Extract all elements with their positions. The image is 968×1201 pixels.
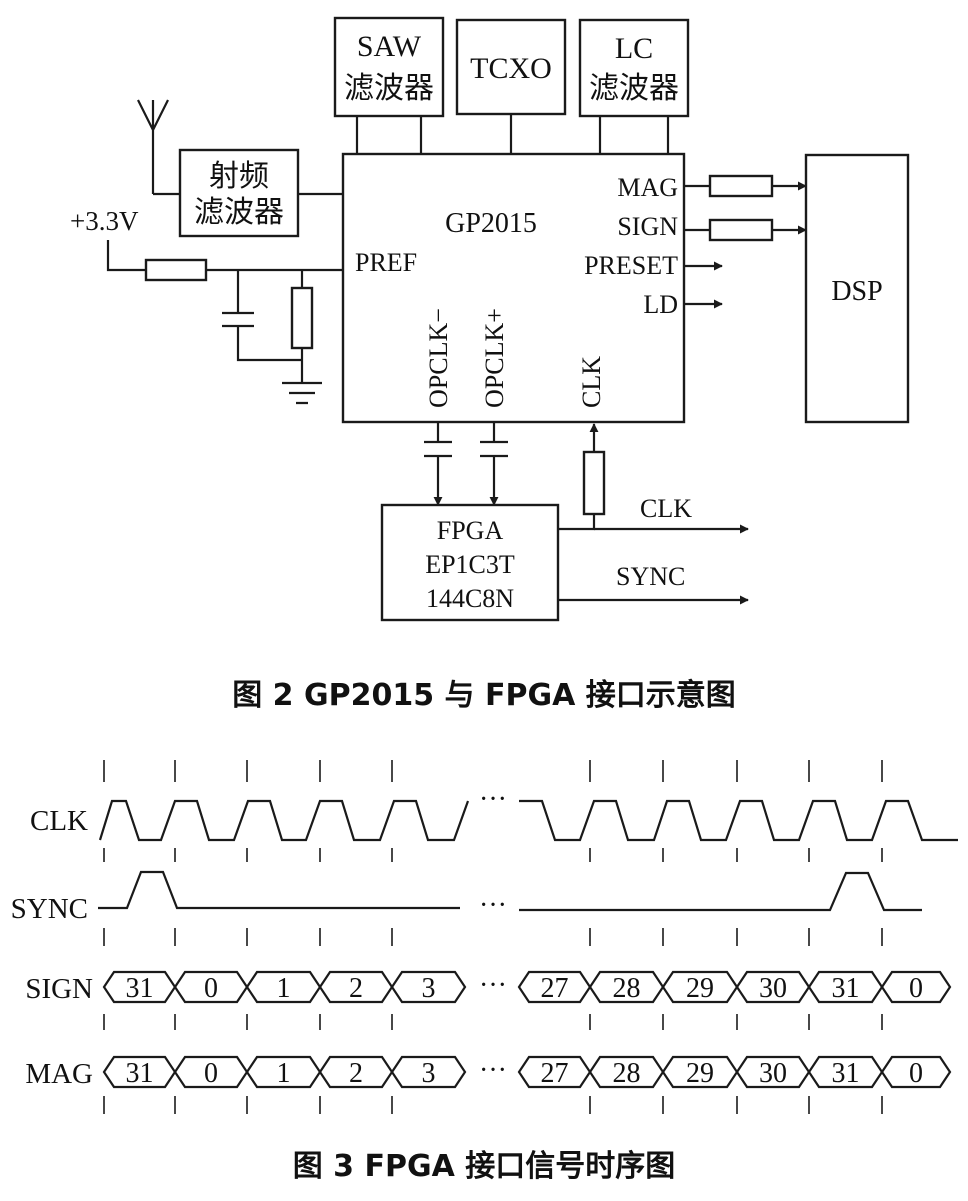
- dsp-label: DSP: [831, 276, 882, 307]
- fpga-block: FPGA EP1C3T 144C8N: [380, 503, 560, 622]
- pref-pin-label: PREF: [355, 248, 417, 277]
- ground-icon: [282, 381, 322, 405]
- ld-pin-label: LD: [643, 290, 678, 319]
- bus-value: 0: [204, 973, 218, 1004]
- sign-resistor: [708, 218, 774, 242]
- bus-value: 2: [349, 973, 363, 1004]
- pref-network-wires: [236, 270, 304, 383]
- bus-value: 31: [126, 1058, 154, 1089]
- bus-value: 1: [277, 1058, 291, 1089]
- fig2-caption: 图 2 GP2015 与 FPGA 接口示意图: [232, 678, 736, 713]
- bus-cell: [390, 1055, 467, 1089]
- sign-bus-waveform: 31 0 1 2 3 27 28 29 30 31 0: [102, 970, 952, 1004]
- sync-signal-label: SYNC: [11, 893, 88, 925]
- clk-ellipsis: ···: [479, 784, 507, 815]
- fpga-label-line1: FPGA: [437, 516, 504, 545]
- tcxo-label: TCXO: [470, 52, 552, 85]
- supply-label: +3.3V: [70, 206, 139, 236]
- tcxo-block: TCXO: [455, 18, 567, 116]
- fpga-label-line2: EP1C3T: [425, 550, 515, 579]
- sync-ellipsis: ···: [479, 890, 507, 921]
- clk-signal-label: CLK: [30, 805, 88, 837]
- opclk-minus-pin-label: OPCLK−: [424, 308, 453, 408]
- fpga-sync-output-label: SYNC: [616, 562, 685, 591]
- sign-ellipsis: ···: [479, 970, 507, 1001]
- bus-cell: [880, 970, 952, 1004]
- sign-signal-label: SIGN: [25, 973, 93, 1005]
- bus-value: 29: [686, 973, 714, 1004]
- saw-label-line2: 滤波器: [344, 72, 434, 105]
- bus-value: 30: [759, 1058, 787, 1089]
- sign-pin-label: SIGN: [617, 212, 678, 241]
- bus-value: 29: [686, 1058, 714, 1089]
- gp2015-block: GP2015 PREF MAG SIGN PRESET LD OPCLK− OP…: [341, 152, 686, 424]
- lc-filter-block: LC 滤波器: [578, 18, 690, 118]
- bus-value: 31: [832, 973, 860, 1004]
- saw-link-wires: [355, 114, 670, 154]
- lc-label-line2: 滤波器: [589, 72, 679, 105]
- mag-signal-label: MAG: [25, 1058, 93, 1090]
- gp2015-label: GP2015: [445, 208, 537, 239]
- bus-value: 0: [909, 1058, 923, 1089]
- pref-capacitor: [222, 311, 254, 328]
- bus-value: 3: [422, 973, 436, 1004]
- mag-resistor: [708, 174, 774, 198]
- bus-value: 27: [541, 1058, 569, 1089]
- bus-value: 30: [759, 973, 787, 1004]
- bus-cell: [880, 1055, 952, 1089]
- bus-cell: [390, 970, 467, 1004]
- fig3-caption: 图 3 FPGA 接口信号时序图: [293, 1149, 676, 1184]
- rf-label-line1: 射频: [209, 160, 269, 193]
- pref-shunt-resistor: [290, 286, 314, 350]
- mag-bus-waveform: 31 0 1 2 3 27 28 29 30 31 0: [102, 1055, 952, 1089]
- bus-value: 1: [277, 973, 291, 1004]
- fpga-label-line3: 144C8N: [426, 584, 514, 613]
- clk-waveform: [98, 799, 958, 842]
- rf-label-line2: 滤波器: [194, 196, 284, 229]
- clk-pin-label: CLK: [577, 356, 606, 408]
- bus-value: 28: [613, 973, 641, 1004]
- bus-value: 0: [909, 973, 923, 1004]
- bus-value: 31: [832, 1058, 860, 1089]
- saw-label-line1: SAW: [357, 30, 422, 63]
- dsp-block: DSP: [804, 153, 910, 424]
- bus-value: 3: [422, 1058, 436, 1089]
- opclk-plus-capacitor: [480, 440, 508, 458]
- antenna-icon: [137, 99, 169, 194]
- rf-filter-block: 射频 滤波器: [178, 148, 300, 238]
- clk-feedback-resistor: [582, 450, 606, 516]
- sync-waveform: [98, 870, 922, 912]
- fig2-block-diagram: SAW 滤波器 TCXO LC 滤波器 GP2015 PREF MAG SIGN…: [70, 16, 910, 713]
- opclk-minus-capacitor: [424, 440, 452, 458]
- cycle-boundary-ticks: [103, 760, 883, 1114]
- bus-value: 31: [126, 973, 154, 1004]
- mag-pin-label: MAG: [617, 173, 678, 202]
- preset-pin-label: PRESET: [584, 251, 678, 280]
- bus-value: 0: [204, 1058, 218, 1089]
- opclk-plus-pin-label: OPCLK+: [480, 308, 509, 408]
- bus-value: 28: [613, 1058, 641, 1089]
- mag-ellipsis: ···: [479, 1055, 507, 1086]
- bus-value: 27: [541, 973, 569, 1004]
- supply-wire: [106, 240, 343, 272]
- fpga-clk-output-label: CLK: [640, 494, 692, 523]
- bus-value: 2: [349, 1058, 363, 1089]
- lc-label-line1: LC: [615, 32, 653, 65]
- pref-resistor: [144, 258, 208, 282]
- saw-filter-block: SAW 滤波器: [333, 16, 445, 118]
